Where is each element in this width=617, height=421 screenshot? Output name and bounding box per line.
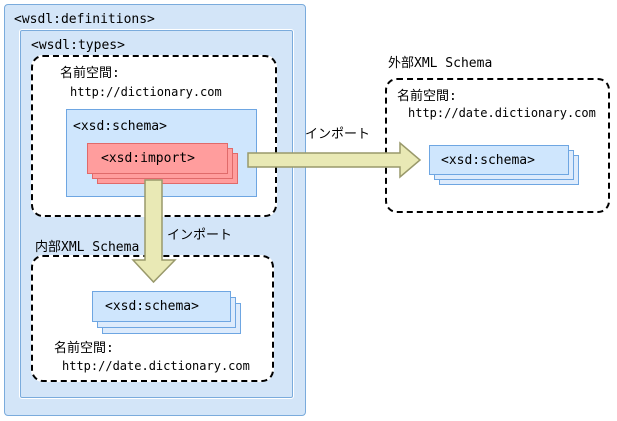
wsdl-definitions-label: <wsdl:definitions>	[14, 12, 155, 27]
internal-namespace-uri: http://date.dictionary.com	[62, 359, 250, 373]
wsdl-types-box: <wsdl:types> 名前空間: http://dictionary.com…	[19, 29, 294, 399]
wsdl-definitions-box: <wsdl:definitions> <wsdl:types> 名前空間: ht…	[4, 4, 306, 416]
external-xsd-schema-tag: <xsd:schema>	[429, 145, 569, 175]
inline-schema-namespace-box: 名前空間: http://dictionary.com <xsd:schema>…	[31, 55, 277, 217]
inline-xsd-schema-box: <xsd:schema> <xsd:import>	[66, 109, 257, 197]
internal-xsd-schema-tag: <xsd:schema>	[92, 291, 231, 322]
inline-namespace-label: 名前空間:	[60, 66, 120, 81]
internal-schema-box: <xsd:schema> 名前空間: http://date.dictionar…	[31, 255, 274, 382]
inline-xsd-schema-label: <xsd:schema>	[73, 119, 167, 134]
external-schema-title: 外部XML Schema	[388, 56, 493, 71]
xsd-import-tag: <xsd:import>	[87, 143, 228, 174]
wsdl-types-label: <wsdl:types>	[31, 38, 125, 53]
internal-namespace-label: 名前空間:	[54, 341, 114, 356]
xsd-import-stack: <xsd:import>	[87, 143, 238, 186]
import-down-arrow-label: インポート	[167, 228, 233, 243]
inline-namespace-uri: http://dictionary.com	[70, 85, 222, 99]
internal-xsd-schema-stack: <xsd:schema>	[92, 291, 241, 334]
internal-schema-title: 内部XML Schema	[35, 240, 140, 255]
import-right-arrow-label: インポート	[305, 127, 371, 142]
external-schema-box: 名前空間: http://date.dictionary.com <xsd:sc…	[385, 78, 610, 213]
external-namespace-label: 名前空間:	[397, 89, 457, 104]
external-xsd-schema-stack: <xsd:schema>	[429, 145, 579, 187]
external-namespace-uri: http://date.dictionary.com	[408, 106, 596, 120]
